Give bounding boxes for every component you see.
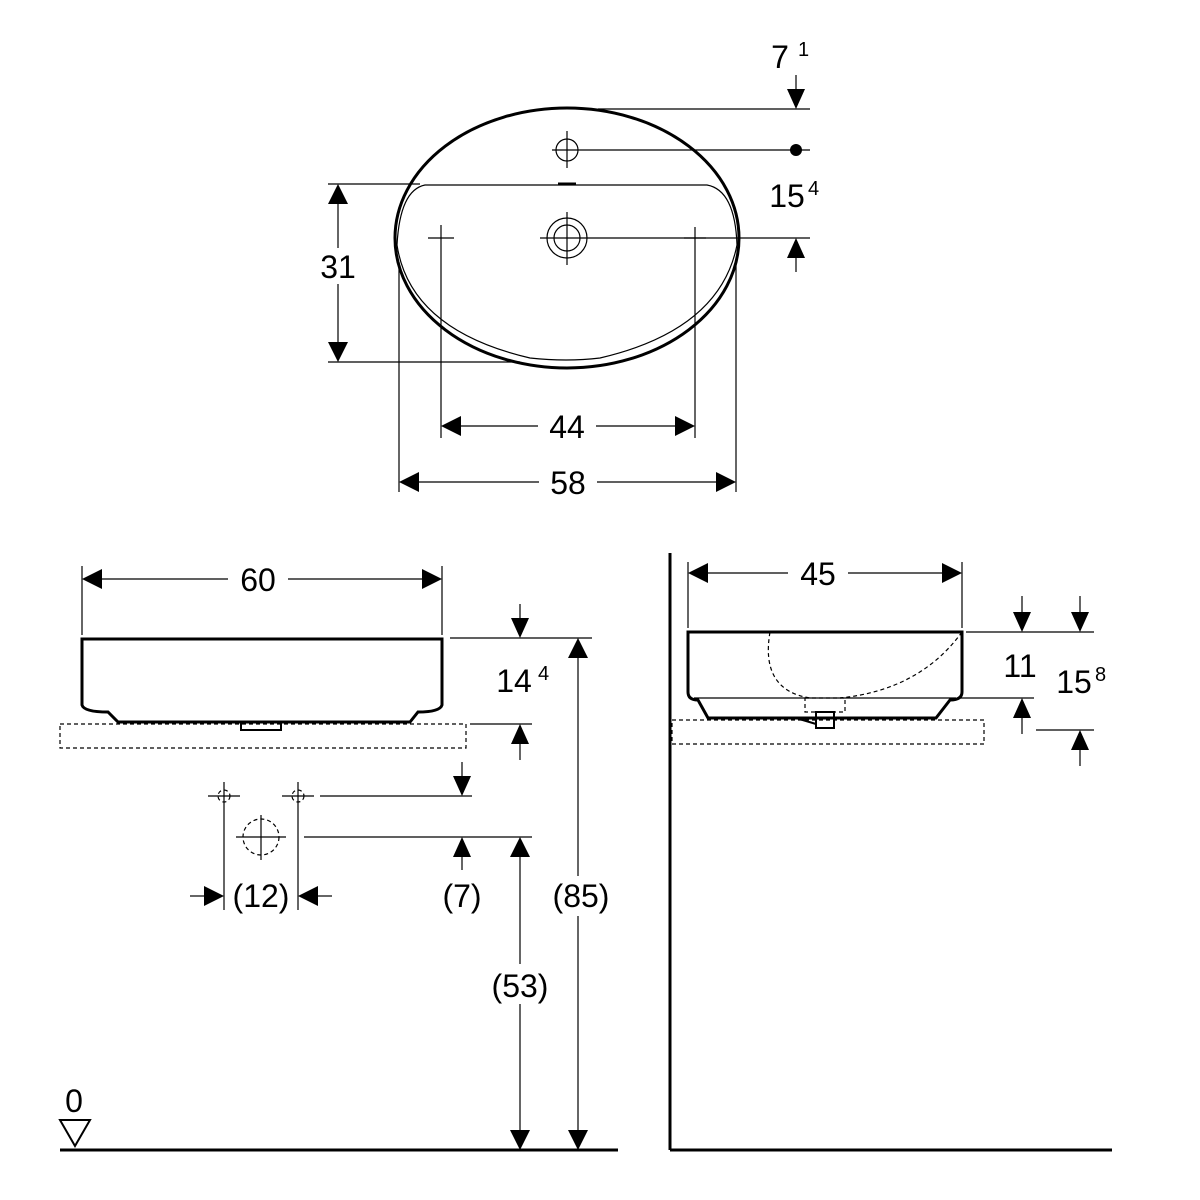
dim-height-front-sup: 4 — [538, 663, 549, 685]
dim-depth-top: 31 — [320, 249, 356, 285]
floor-level-symbol — [58, 1119, 92, 1149]
side-view: 45 11 15 8 — [668, 553, 1112, 1152]
connection-point-right — [282, 782, 314, 810]
fixing-point-right — [684, 227, 706, 251]
dim-connection-offset: (7) — [442, 878, 481, 914]
countertop-outline-front — [59, 723, 467, 749]
fixing-point-left — [428, 225, 454, 251]
dim-connection-spacing: (12) — [233, 878, 290, 914]
dim-drain-height: (53) — [492, 968, 549, 1004]
front-view: 60 14 4 — [58, 561, 618, 1152]
drain-side — [795, 697, 846, 729]
floor-level-label: 0 — [65, 1083, 83, 1119]
drain-marker — [540, 212, 594, 265]
dim-fixing-spacing: 44 — [549, 409, 585, 445]
connection-point-left — [208, 782, 240, 810]
dim-tap-hole-offset: 15 — [769, 178, 805, 214]
basin-outline-front — [80, 637, 444, 724]
dim-counter-height: (85) — [553, 878, 610, 914]
bowl-interior-side — [767, 631, 963, 699]
waste-connection-point — [236, 815, 286, 860]
dim-total-height-side-sup: 8 — [1095, 664, 1106, 686]
dim-height-front: 14 — [496, 663, 532, 699]
dim-depth-side: 45 — [800, 556, 836, 592]
dim-total-height-side: 15 — [1056, 664, 1092, 700]
tap-hole-marker — [552, 131, 582, 168]
basin-inner-bowl — [396, 184, 738, 361]
basin-outline-side — [686, 630, 964, 720]
top-view: 7 1 15 4 31 44 58 — [314, 39, 819, 501]
drain-outlet-front — [240, 721, 282, 731]
dim-overflow-offset: 7 — [771, 39, 789, 75]
dim-width-top: 58 — [550, 465, 586, 501]
dim-width-front: 60 — [240, 562, 276, 598]
dim-overflow-offset-sup: 1 — [798, 39, 809, 61]
dim-bowl-depth: 11 — [1003, 648, 1036, 684]
dim-tap-hole-offset-sup: 4 — [808, 178, 819, 200]
countertop-outline-side — [671, 719, 985, 745]
